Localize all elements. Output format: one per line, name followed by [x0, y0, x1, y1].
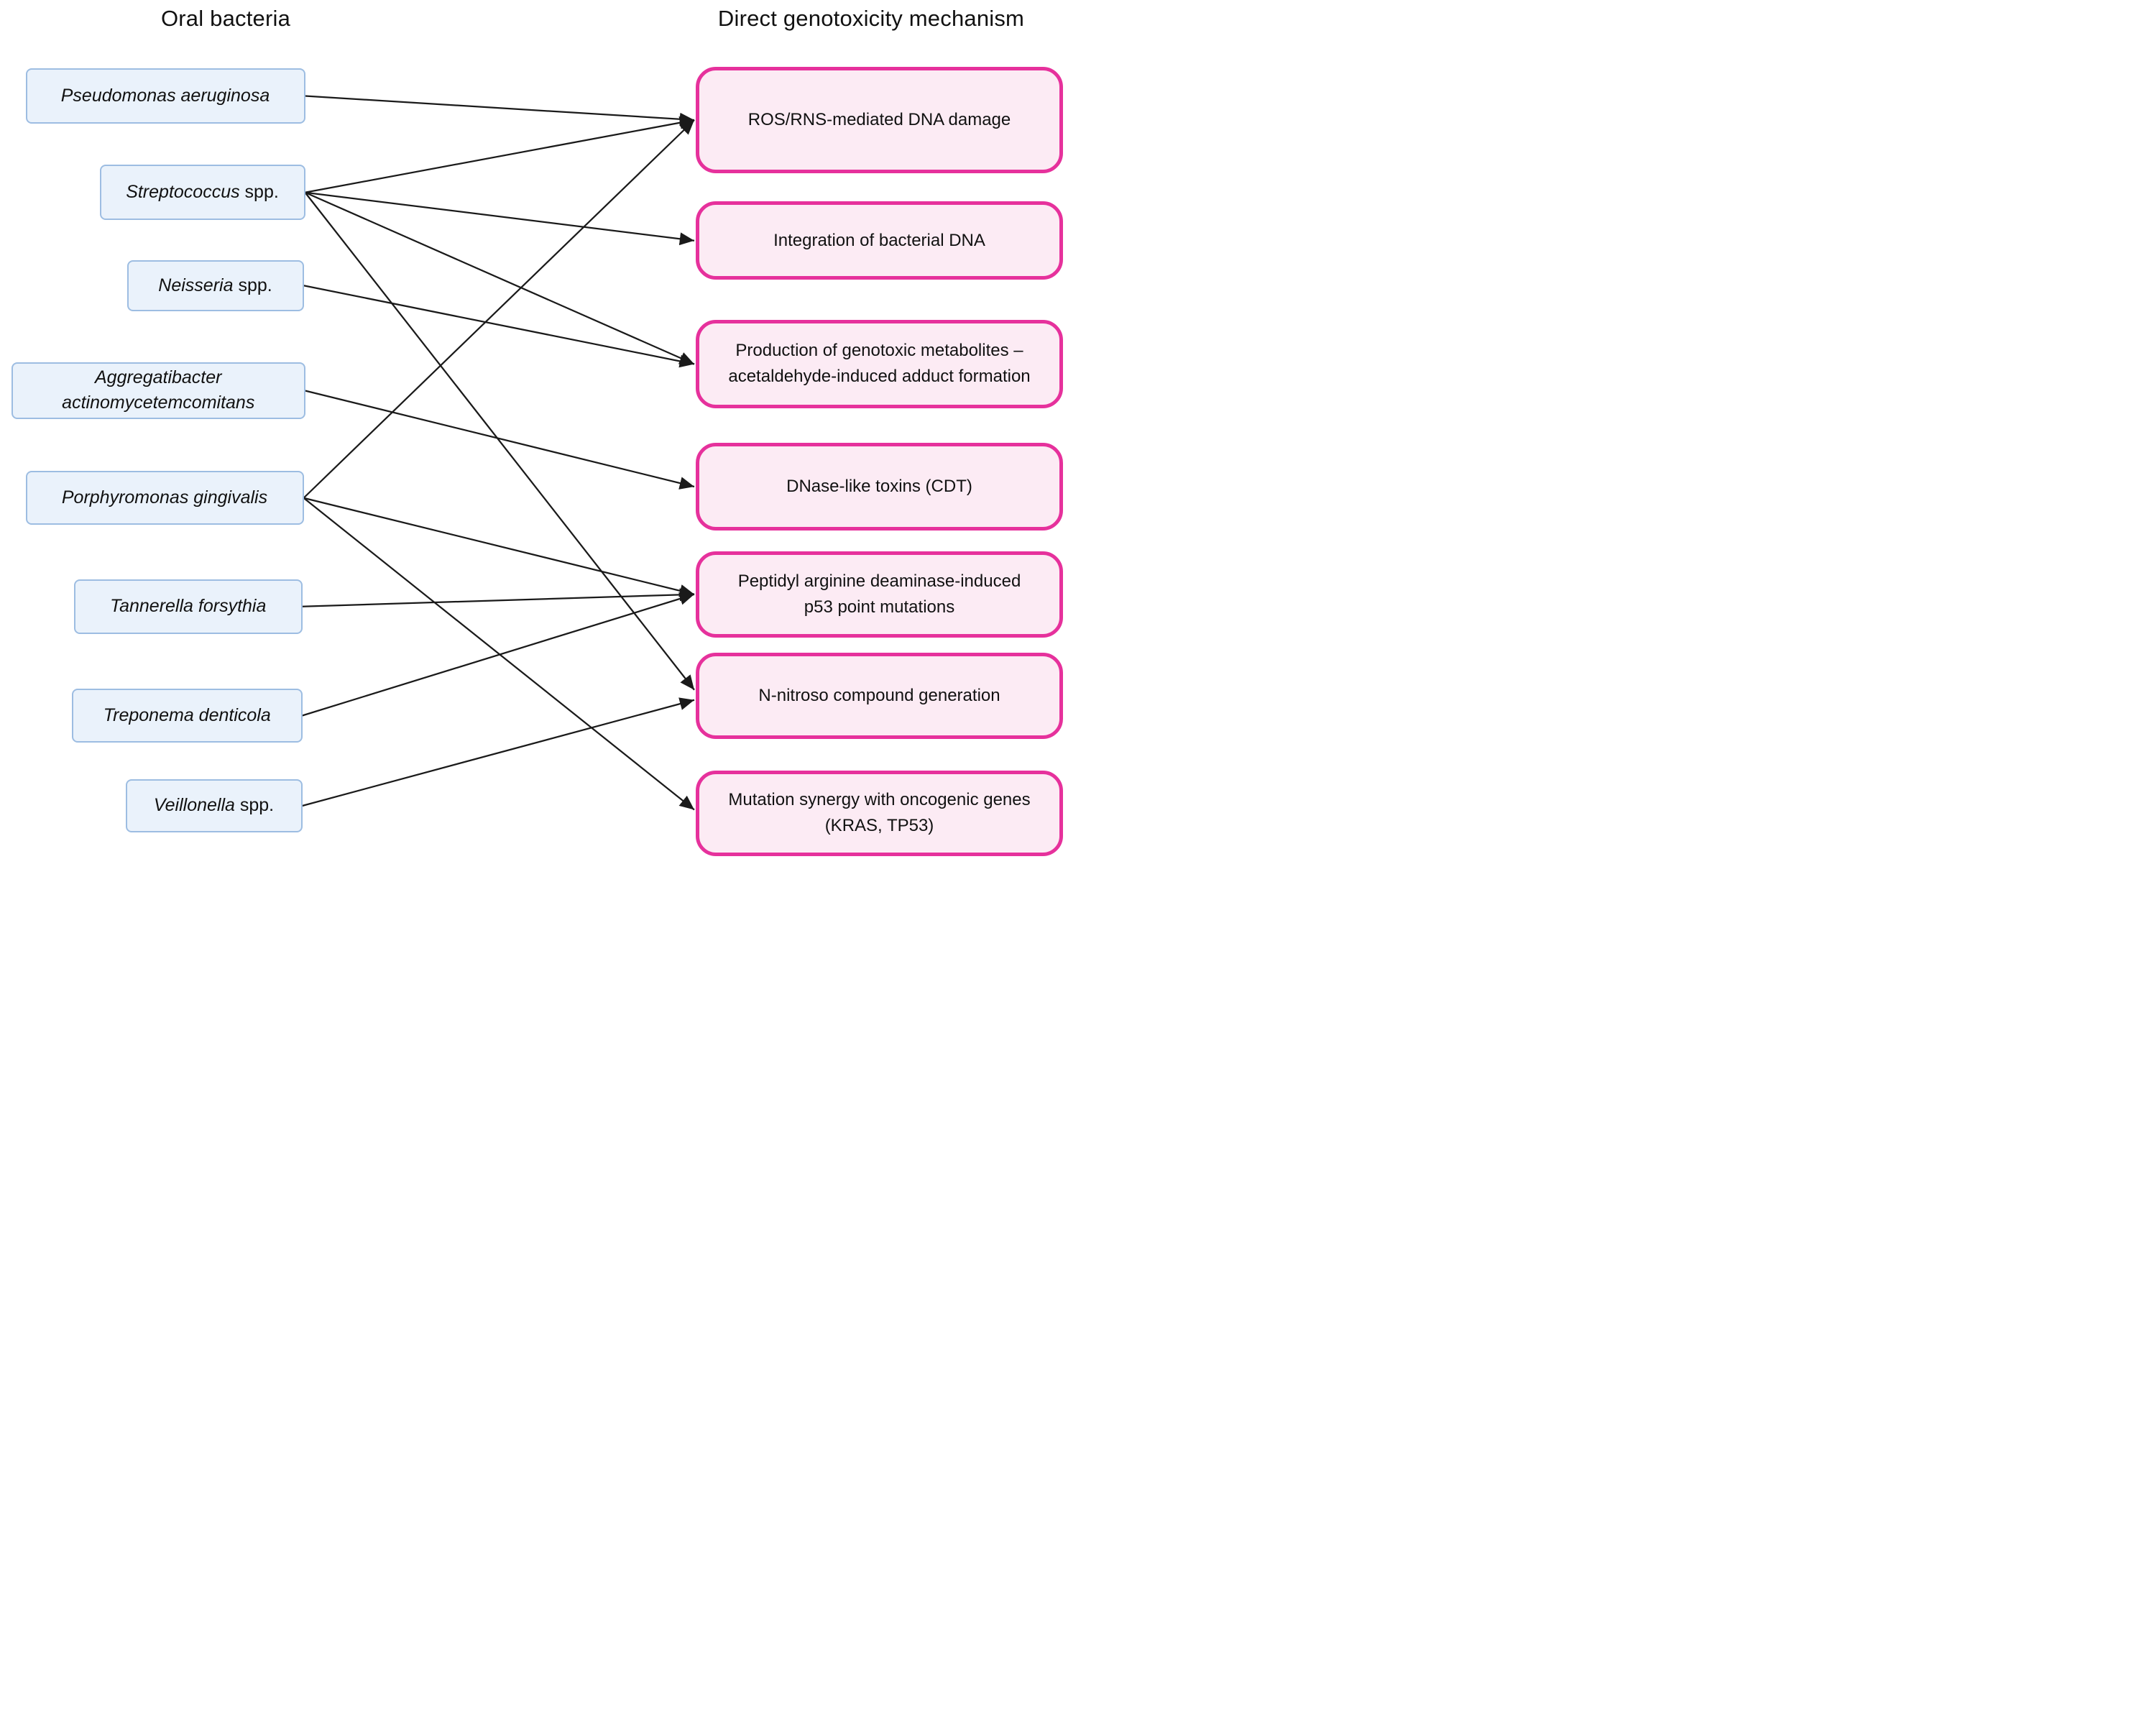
right-column-title: Direct genotoxicity mechanism [717, 6, 1025, 31]
bacteria-node-nei: Neisseria spp. [126, 260, 304, 311]
genus-name: Veillonella [153, 795, 235, 816]
species-suffix: spp. [239, 182, 279, 202]
bacteria-node-pse: Pseudomonas aeruginosa [25, 68, 305, 124]
arrow-str-int [305, 191, 695, 246]
mechanism-node-ros: ROS/RNS-mediated DNA damage [696, 66, 1063, 173]
mechanism-node-nit: N-nitroso compound generation [696, 652, 1063, 739]
bacteria-node-tre: Treponema denticola [72, 689, 303, 743]
arrow-pse-ros [305, 95, 695, 126]
species-suffix: spp. [233, 275, 272, 295]
mechanism-node-int: Integration of bacterial DNA [696, 201, 1063, 280]
genus-name: Pseudomonas aeruginosa [60, 85, 270, 106]
mechanism-node-pep: Peptidyl arginine deaminase-induced p53 … [696, 551, 1063, 638]
mechanism-label: Integration of bacterial DNA [773, 230, 985, 250]
genus-name: Aggregatibacter actinomycetemcomitans [62, 367, 255, 413]
genus-name: Porphyromonas gingivalis [61, 487, 268, 508]
arrow-str-nit [304, 192, 695, 691]
arrow-str-ros [305, 116, 695, 193]
bacteria-node-pg: Porphyromonas gingivalis [25, 471, 304, 525]
mechanism-label: ROS/RNS-mediated DNA damage [747, 109, 1011, 129]
bacteria-node-tan: Tannerella forsythia [74, 579, 303, 634]
left-column-title: Oral bacteria [160, 6, 291, 31]
arrow-agg-dna [305, 390, 695, 490]
bacteria-node-agg: Aggregatibacter actinomycetemcomitans [11, 362, 305, 419]
arrow-nei-pro [303, 285, 695, 368]
bacteria-label: Streptococcus spp. [126, 180, 279, 205]
bacteria-label: Aggregatibacter actinomycetemcomitans [20, 365, 297, 415]
genus-name: Streptococcus [126, 182, 240, 202]
arrow-vei-nit [302, 697, 695, 807]
arrow-pg-ros [303, 119, 695, 499]
bacteria-label: Porphyromonas gingivalis [62, 485, 267, 510]
mechanism-node-dna: DNase-like toxins (CDT) [696, 443, 1063, 531]
mechanism-node-mut: Mutation synergy with oncogenic genes (K… [696, 770, 1063, 856]
bacteria-label: Pseudomonas aeruginosa [61, 83, 270, 109]
bacteria-label: Treponema denticola [103, 703, 271, 728]
arrows-layer [302, 95, 695, 811]
bacteria-label: Neisseria spp. [158, 273, 272, 298]
arrow-tan-pep [302, 588, 695, 607]
mechanism-label: Mutation synergy with oncogenic genes (K… [728, 790, 1031, 836]
bacteria-node-vei: Veillonella spp. [125, 779, 303, 832]
arrow-str-pro [305, 191, 695, 365]
mechanism-label: N-nitroso compound generation [758, 685, 1000, 705]
bacteria-label: Tannerella forsythia [110, 594, 266, 619]
genus-name: Neisseria [158, 275, 234, 295]
arrow-pg-mut [303, 497, 695, 811]
mechanism-label: Production of genotoxic metabolites – ac… [728, 341, 1031, 387]
arrow-tre-pep [302, 592, 695, 717]
diagram-canvas: Oral bacteria Direct genotoxicity mechan… [0, 0, 1074, 868]
arrow-pg-pep [303, 497, 695, 597]
mechanism-label: Peptidyl arginine deaminase-induced p53 … [737, 571, 1021, 617]
mechanism-label: DNase-like toxins (CDT) [786, 476, 972, 496]
genus-name: Tannerella forsythia [110, 596, 267, 616]
species-suffix: spp. [234, 795, 275, 816]
mechanism-node-pro: Production of genotoxic metabolites – ac… [696, 320, 1063, 408]
genus-name: Treponema denticola [103, 704, 271, 725]
bacteria-node-str: Streptococcus spp. [99, 165, 305, 220]
bacteria-label: Veillonella spp. [154, 793, 274, 818]
